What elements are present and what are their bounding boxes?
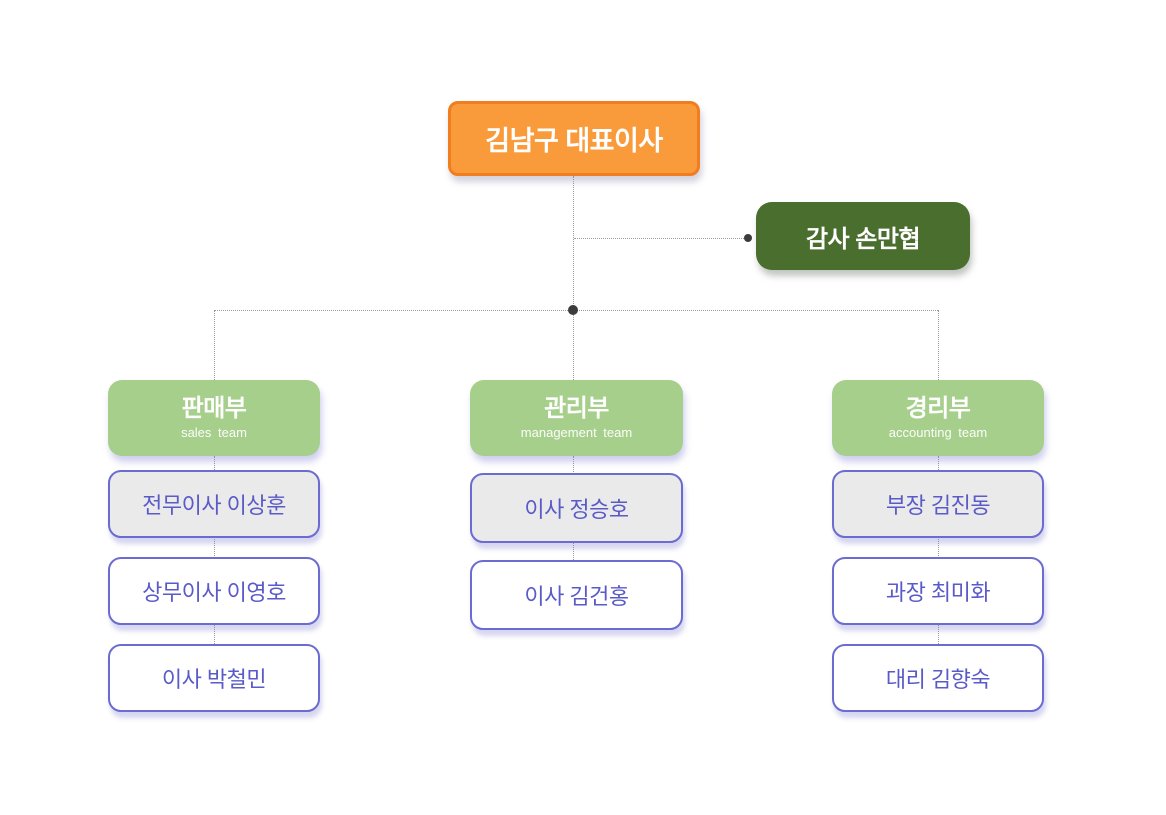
ceo-label: 김남구 대표이사	[485, 126, 663, 156]
connector-spine-sales	[214, 456, 215, 648]
member-label: 이사 정승호	[524, 497, 629, 522]
member-node-management-1: 이사 정승호	[470, 473, 683, 543]
dept-subtitle-management: management team	[520, 424, 633, 440]
dept-title-management: 관리부	[544, 395, 609, 423]
auditor-node: 감사 손만협	[756, 202, 970, 270]
member-node-sales-2: 상무이사 이영호	[108, 557, 320, 625]
dept-title-accounting: 경리부	[905, 395, 971, 423]
dept-node-management: 관리부 management team	[470, 380, 683, 456]
connector-spine-accounting	[938, 456, 939, 648]
dept-node-accounting: 경리부 accounting team	[832, 380, 1044, 456]
connector-stub-management	[573, 310, 574, 380]
member-label: 상무이사 이영호	[142, 580, 286, 605]
connector-auditor-horizontal	[574, 238, 748, 239]
member-label: 과장 최미화	[885, 580, 991, 605]
member-node-sales-1: 전무이사 이상훈	[108, 470, 320, 538]
member-label: 전무이사 이상훈	[142, 493, 286, 518]
member-node-accounting-2: 과장 최미화	[832, 557, 1044, 625]
member-node-accounting-1: 부장 김진동	[832, 470, 1044, 538]
member-label: 대리 김향숙	[885, 667, 991, 692]
member-node-management-2: 이사 김건홍	[470, 560, 683, 630]
dept-subtitle-accounting: accounting team	[888, 424, 988, 440]
dept-subtitle-sales: sales team	[181, 424, 247, 440]
connector-junction-dot	[568, 305, 578, 315]
connector-auditor-endpoint-dot	[744, 234, 752, 242]
connector-stub-accounting	[938, 310, 939, 380]
connector-ceo-vertical	[573, 176, 574, 310]
member-node-accounting-3: 대리 김향숙	[832, 644, 1044, 712]
dept-title-sales: 판매부	[181, 395, 247, 423]
ceo-node: 김남구 대표이사	[448, 101, 700, 176]
dept-node-sales: 판매부 sales team	[108, 380, 320, 456]
member-node-sales-3: 이사 박철민	[108, 644, 320, 712]
member-label: 이사 박철민	[161, 667, 267, 692]
member-label: 부장 김진동	[885, 493, 991, 518]
member-label: 이사 김건홍	[524, 584, 629, 609]
connector-stub-sales	[214, 310, 215, 380]
auditor-label: 감사 손만협	[805, 225, 921, 253]
